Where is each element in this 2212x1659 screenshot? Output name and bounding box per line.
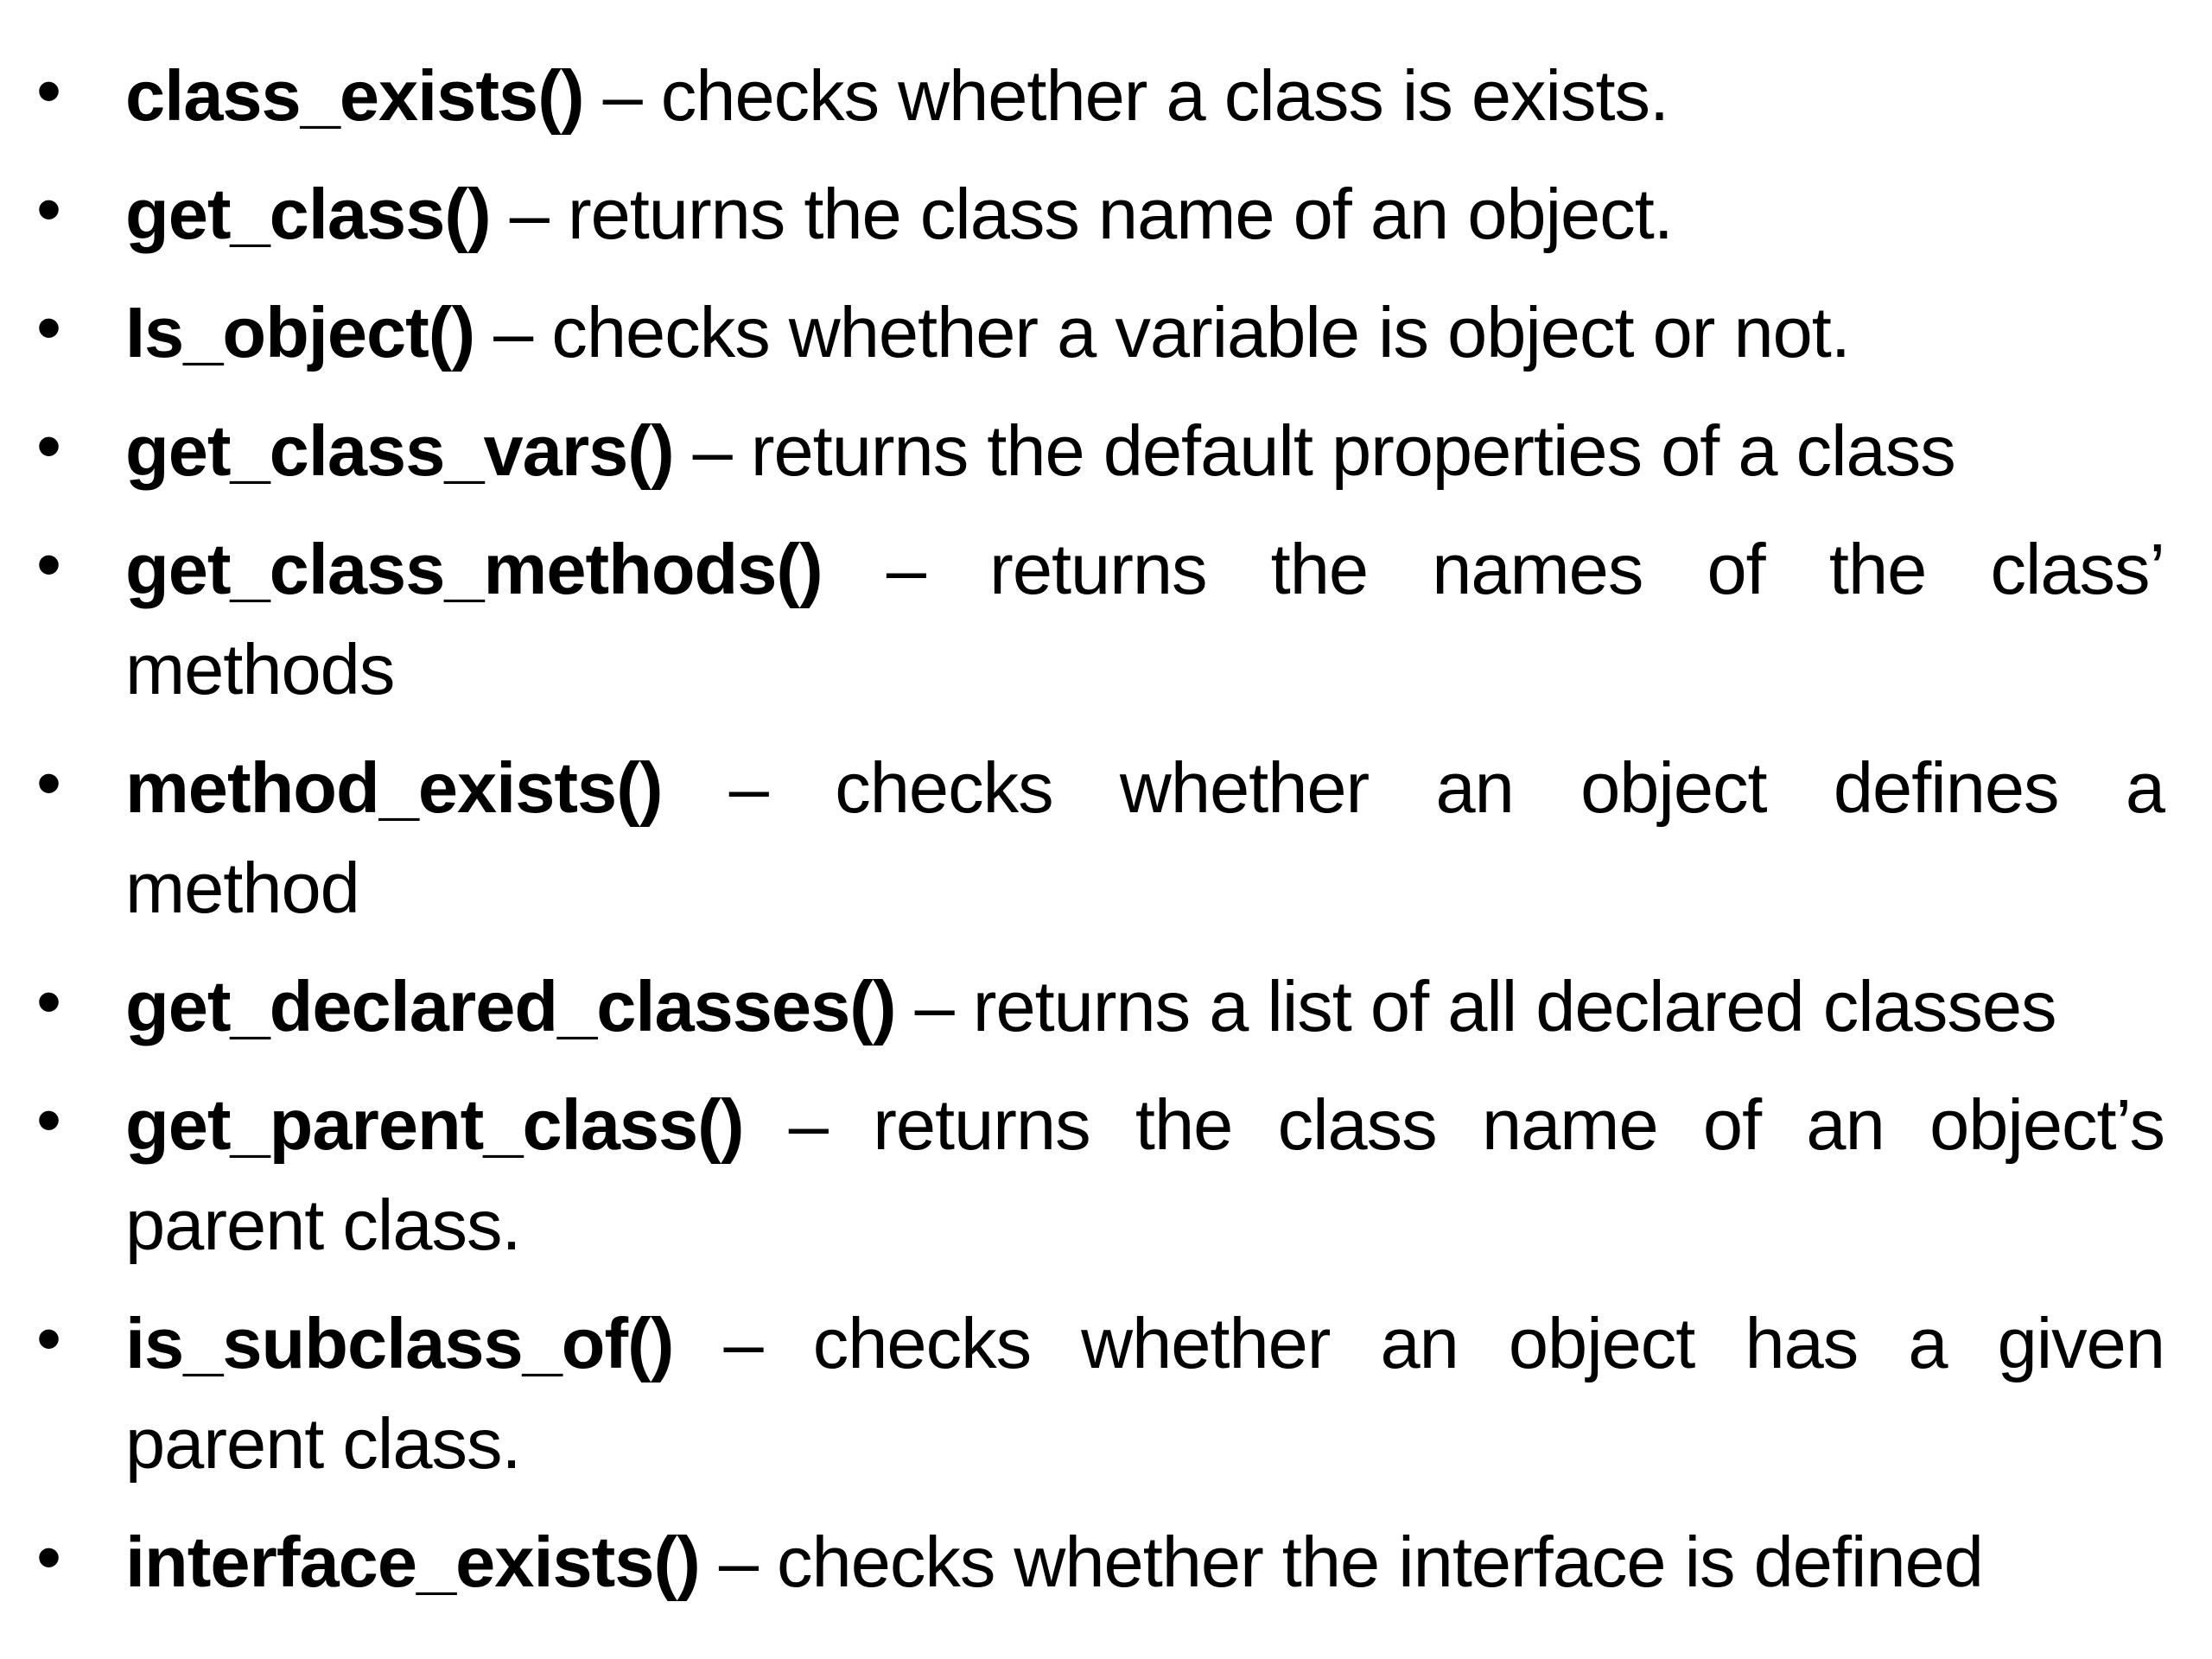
function-name: interface_exists() bbox=[125, 1522, 701, 1602]
list-item-is-object: • Is_object() – checks whether a variabl… bbox=[36, 283, 2164, 383]
item-line: get_class_vars() – returns the default p… bbox=[125, 401, 2164, 501]
item-wrap-line: parent class. bbox=[125, 1403, 522, 1484]
bullet-icon: • bbox=[36, 50, 61, 130]
function-description: – checks whether a class is exists. bbox=[602, 55, 1670, 136]
item-line: Is_object() – checks whether a variable … bbox=[125, 283, 2164, 383]
bullet-icon: • bbox=[36, 405, 61, 486]
function-name: get_parent_class() bbox=[125, 1084, 744, 1165]
function-name: get_class() bbox=[125, 174, 492, 254]
bullet-icon: • bbox=[36, 1298, 61, 1378]
item-line: method_exists() – checks whether an obje… bbox=[125, 738, 2165, 838]
bullet-icon: • bbox=[36, 961, 61, 1041]
function-description: – returns the default properties of a cl… bbox=[692, 410, 1956, 491]
function-description: – returns the class name of an object’s bbox=[788, 1084, 2165, 1165]
item-line: get_declared_classes() – returns a list … bbox=[125, 957, 2164, 1057]
bullet-icon: • bbox=[36, 1516, 61, 1597]
function-description: – returns the names of the class’ bbox=[886, 529, 2165, 609]
item-line: class_exists() – checks whether a class … bbox=[125, 46, 2164, 146]
function-name: method_exists() bbox=[125, 747, 663, 828]
item-line: get_parent_class() – returns the class n… bbox=[125, 1075, 2165, 1175]
item-wrap-line: method bbox=[125, 848, 360, 928]
list-item-get-class-vars: • get_class_vars() – returns the default… bbox=[36, 401, 2164, 501]
function-description: – checks whether the interface is define… bbox=[718, 1522, 1984, 1602]
function-name: get_class_methods() bbox=[125, 529, 823, 609]
function-name: is_subclass_of() bbox=[125, 1303, 674, 1383]
list-item-get-parent-class: • get_parent_class() – returns the class… bbox=[36, 1075, 2165, 1275]
bullet-icon: • bbox=[36, 287, 61, 367]
bullet-icon: • bbox=[36, 742, 61, 823]
function-name: get_class_vars() bbox=[125, 410, 675, 491]
function-description: – returns a list of all declared classes bbox=[914, 966, 2057, 1046]
function-description: – returns the class name of an object. bbox=[509, 174, 1674, 254]
function-description: – checks whether an object defines a bbox=[728, 747, 2165, 828]
function-name: class_exists() bbox=[125, 55, 584, 136]
function-name: get_declared_classes() bbox=[125, 966, 897, 1046]
item-wrap-line: parent class. bbox=[125, 1185, 522, 1265]
item-line: get_class() – returns the class name of … bbox=[125, 164, 2164, 264]
function-name: Is_object() bbox=[125, 292, 475, 372]
list-item-get-declared-classes: • get_declared_classes() – returns a lis… bbox=[36, 957, 2164, 1057]
function-description: – checks whether a variable is object or… bbox=[493, 292, 1851, 372]
bullet-icon: • bbox=[36, 168, 61, 249]
function-description: – checks whether an object has a given bbox=[723, 1303, 2165, 1383]
item-wrap-line: methods bbox=[125, 629, 395, 709]
list-item-is-subclass-of: • is_subclass_of() – checks whether an o… bbox=[36, 1294, 2165, 1494]
bullet-icon: • bbox=[36, 524, 61, 604]
list-item-interface-exists: • interface_exists() – checks whether th… bbox=[36, 1512, 2164, 1612]
bullet-icon: • bbox=[36, 1079, 61, 1160]
item-line: is_subclass_of() – checks whether an obj… bbox=[125, 1294, 2165, 1394]
list-item-method-exists: • method_exists() – checks whether an ob… bbox=[36, 738, 2165, 938]
item-line: interface_exists() – checks whether the … bbox=[125, 1512, 2164, 1612]
list-item-get-class-methods: • get_class_methods() – returns the name… bbox=[36, 519, 2165, 720]
item-line: get_class_methods() – returns the names … bbox=[125, 519, 2165, 620]
list-item-class-exists: • class_exists() – checks whether a clas… bbox=[36, 46, 2164, 146]
list-item-get-class: • get_class() – returns the class name o… bbox=[36, 164, 2164, 264]
